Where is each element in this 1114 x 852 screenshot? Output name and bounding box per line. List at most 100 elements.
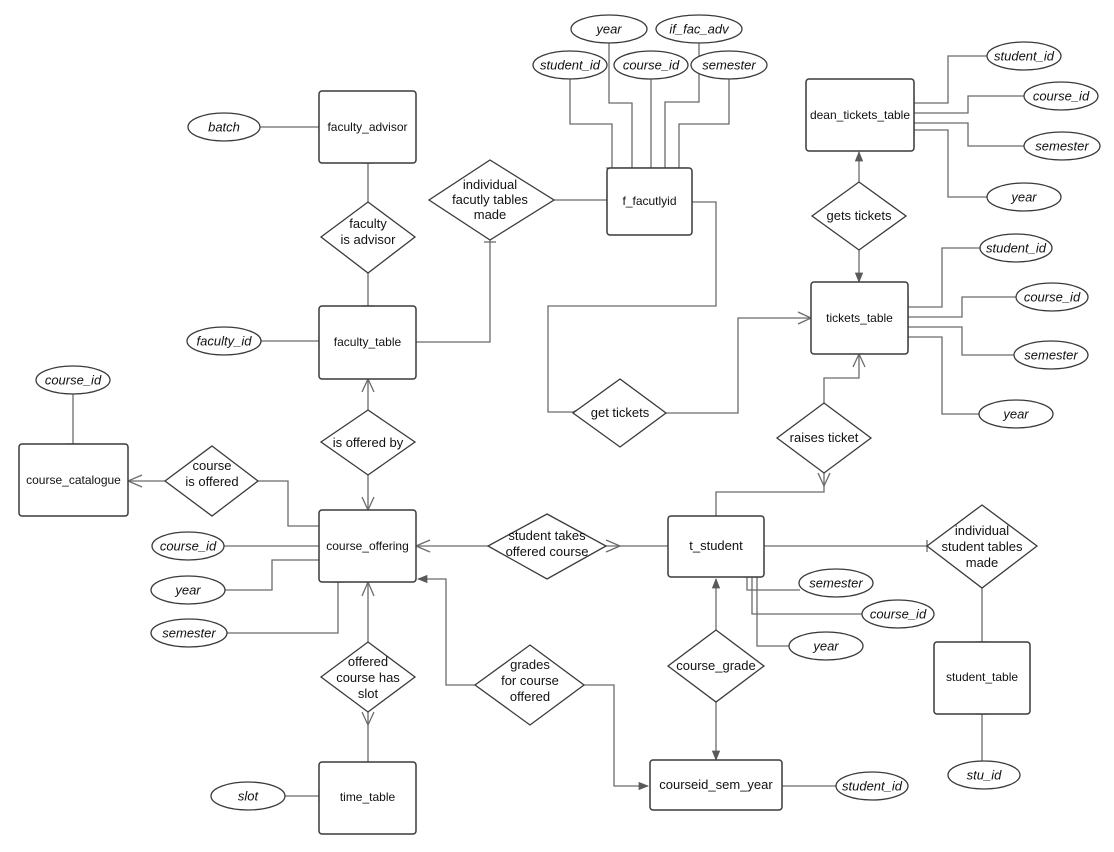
svg-text:f_facutlyid: f_facutlyid bbox=[622, 194, 676, 208]
attribute-ff-if-fac-adv[interactable]: if_fac_adv bbox=[655, 14, 743, 44]
relationship-grades-for-course-offered[interactable]: grades for course offered bbox=[473, 644, 586, 726]
attribute-csy-student-id[interactable]: student_id bbox=[835, 771, 909, 801]
entity-dean-tickets-table[interactable]: dean_tickets_table bbox=[805, 78, 915, 152]
connector-lines bbox=[72, 41, 1024, 797]
relationship-is-offered-by[interactable]: is offered by bbox=[319, 409, 417, 476]
attribute-dean-student-id[interactable]: student_id bbox=[986, 41, 1062, 71]
relationship-faculty-is-advisor[interactable]: faculty is advisor bbox=[319, 201, 417, 274]
entity-faculty-advisor[interactable]: faculty_advisor bbox=[318, 90, 417, 164]
attribute-ts-course-id[interactable]: course_id bbox=[861, 599, 935, 629]
attribute-offering-year[interactable]: year bbox=[150, 575, 226, 605]
svg-text:year: year bbox=[812, 639, 839, 654]
relationship-course-grade[interactable]: course_grade bbox=[666, 629, 766, 703]
line-dean-semester bbox=[914, 122, 1024, 147]
line-tickets-course-id bbox=[908, 296, 1016, 318]
svg-text:if_fac_adv: if_fac_adv bbox=[669, 22, 730, 37]
attribute-ts-year[interactable]: year bbox=[788, 631, 864, 661]
svg-text:get tickets: get tickets bbox=[591, 405, 650, 420]
attribute-tickets-semester[interactable]: semester bbox=[1013, 340, 1089, 370]
svg-text:batch: batch bbox=[208, 120, 240, 135]
entity-course-catalogue[interactable]: course_catalogue bbox=[18, 443, 129, 517]
svg-text:made: made bbox=[474, 207, 507, 222]
attribute-ff-semester[interactable]: semester bbox=[690, 50, 768, 80]
crow-raises-bottom bbox=[817, 472, 831, 488]
svg-text:made: made bbox=[966, 555, 999, 570]
entity-course-offering[interactable]: course_offering bbox=[318, 509, 417, 583]
svg-text:individual: individual bbox=[955, 523, 1009, 538]
line-tickets-year bbox=[908, 336, 979, 415]
svg-text:offered: offered bbox=[510, 689, 550, 704]
svg-text:t_student: t_student bbox=[689, 538, 743, 553]
relationship-student-takes-offered-course[interactable]: student takes offered course bbox=[486, 513, 608, 580]
attribute-ts-semester[interactable]: semester bbox=[798, 568, 874, 598]
attribute-slot[interactable]: slot bbox=[210, 781, 286, 811]
svg-text:is offered: is offered bbox=[185, 474, 238, 489]
line-course-is-offered-offering bbox=[258, 480, 319, 527]
entity-courseid-sem-year[interactable]: courseid_sem_year bbox=[649, 759, 783, 811]
attribute-dean-course-id[interactable]: course_id bbox=[1023, 81, 1099, 111]
entity-t-student[interactable]: t_student bbox=[667, 515, 765, 578]
relationship-raises-ticket[interactable]: raises ticket bbox=[775, 402, 873, 474]
relationship-offered-course-has-slot[interactable]: offered course has slot bbox=[319, 641, 417, 713]
entity-tickets-table[interactable]: tickets_table bbox=[810, 281, 909, 355]
line-ff-student-id bbox=[569, 78, 613, 168]
crow-time-table-top bbox=[361, 711, 375, 727]
relationship-get-tickets[interactable]: get tickets bbox=[571, 378, 668, 448]
entity-student-table[interactable]: student_table bbox=[933, 641, 1031, 715]
svg-text:faculty_advisor: faculty_advisor bbox=[327, 120, 407, 134]
attribute-offering-course-id[interactable]: course_id bbox=[151, 531, 225, 561]
line-ts-course-id bbox=[751, 577, 862, 615]
line-ff-semester bbox=[678, 79, 730, 168]
line-tickets-raises-ticket bbox=[823, 354, 860, 403]
attribute-ff-year[interactable]: year bbox=[570, 14, 648, 44]
relationship-individual-student-tables-made[interactable]: individual student tables made bbox=[925, 504, 1039, 589]
svg-text:individual: individual bbox=[463, 177, 517, 192]
attribute-offering-semester[interactable]: semester bbox=[150, 618, 228, 648]
relationship-individual-faculty-tables-made[interactable]: individual facutly tables made bbox=[427, 159, 556, 241]
attribute-batch[interactable]: batch bbox=[187, 112, 261, 142]
attribute-tickets-year[interactable]: year bbox=[978, 399, 1054, 429]
line-ff-year bbox=[608, 43, 633, 168]
line-grades-offering bbox=[416, 574, 475, 686]
svg-text:semester: semester bbox=[702, 58, 756, 73]
svg-text:for course: for course bbox=[501, 673, 559, 688]
attribute-dean-year[interactable]: year bbox=[986, 182, 1062, 212]
svg-text:courseid_sem_year: courseid_sem_year bbox=[659, 777, 773, 792]
attribute-catalogue-course-id[interactable]: course_id bbox=[35, 365, 111, 395]
svg-text:student_table: student_table bbox=[946, 670, 1018, 684]
attribute-stu-id[interactable]: stu_id bbox=[947, 760, 1021, 790]
svg-text:year: year bbox=[1010, 190, 1037, 205]
line-faculty-table-indiv-faculty bbox=[416, 240, 491, 343]
svg-text:student_id: student_id bbox=[842, 779, 903, 794]
svg-text:course_grade: course_grade bbox=[676, 658, 756, 673]
svg-text:course has: course has bbox=[336, 670, 400, 685]
svg-text:student_id: student_id bbox=[986, 241, 1047, 256]
attribute-ff-course-id[interactable]: course_id bbox=[613, 50, 689, 80]
entity-faculty-table[interactable]: faculty_table bbox=[318, 305, 417, 380]
svg-text:course_catalogue: course_catalogue bbox=[26, 473, 121, 487]
svg-text:course_id: course_id bbox=[623, 58, 680, 73]
attribute-ff-student-id[interactable]: student_id bbox=[532, 50, 608, 80]
attribute-faculty-id[interactable]: faculty_id bbox=[186, 326, 262, 356]
line-offering-year bbox=[225, 559, 319, 591]
attribute-dean-semester[interactable]: semester bbox=[1023, 131, 1101, 161]
entity-f-facutlyid[interactable]: f_facutlyid bbox=[606, 167, 693, 236]
svg-text:course_id: course_id bbox=[1024, 290, 1081, 305]
svg-text:student_id: student_id bbox=[540, 58, 601, 73]
relationship-course-is-offered[interactable]: course is offered bbox=[163, 445, 260, 517]
svg-text:stu_id: stu_id bbox=[967, 768, 1002, 783]
entity-time-table[interactable]: time_table bbox=[318, 761, 417, 835]
attribute-tickets-student-id[interactable]: student_id bbox=[979, 233, 1053, 263]
attribute-tickets-course-id[interactable]: course_id bbox=[1015, 282, 1089, 312]
svg-text:grades: grades bbox=[510, 657, 550, 672]
svg-text:student takes: student takes bbox=[508, 528, 586, 543]
svg-text:course_id: course_id bbox=[1033, 89, 1090, 104]
relationship-gets-tickets[interactable]: gets tickets bbox=[810, 181, 908, 251]
svg-text:faculty_id: faculty_id bbox=[197, 334, 253, 349]
svg-text:semester: semester bbox=[1035, 139, 1089, 154]
svg-text:semester: semester bbox=[162, 626, 216, 641]
svg-text:time_table: time_table bbox=[340, 790, 396, 804]
line-grades-csy bbox=[584, 684, 650, 791]
line-tickets-student-id bbox=[908, 247, 980, 308]
svg-text:semester: semester bbox=[809, 576, 863, 591]
